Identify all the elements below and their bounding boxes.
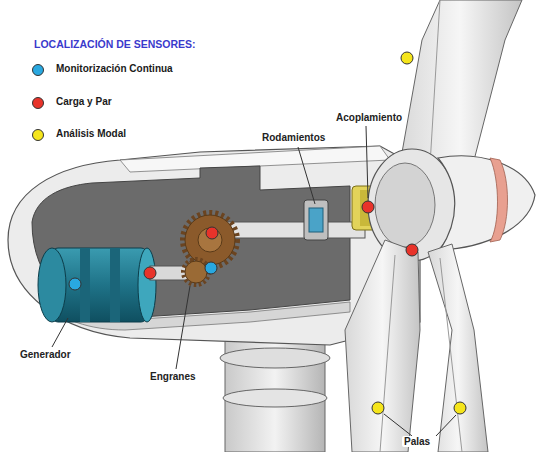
part-label: Acoplamiento: [334, 112, 404, 123]
legend-text: Carga y Par: [56, 96, 112, 107]
legend-swatch: [32, 97, 44, 109]
part-label: Rodamientos: [260, 132, 327, 143]
legend-heading: LOCALIZACIÓN DE SENSORES:: [34, 38, 196, 50]
legend-swatch: [32, 64, 44, 76]
legend-text: Análisis Modal: [56, 128, 126, 139]
part-label: Engranes: [148, 371, 198, 382]
legend-text: Monitorización Continua: [56, 63, 173, 74]
part-label: Generador: [18, 349, 73, 360]
part-label: Palas: [402, 436, 432, 447]
legend-swatch: [32, 129, 44, 141]
